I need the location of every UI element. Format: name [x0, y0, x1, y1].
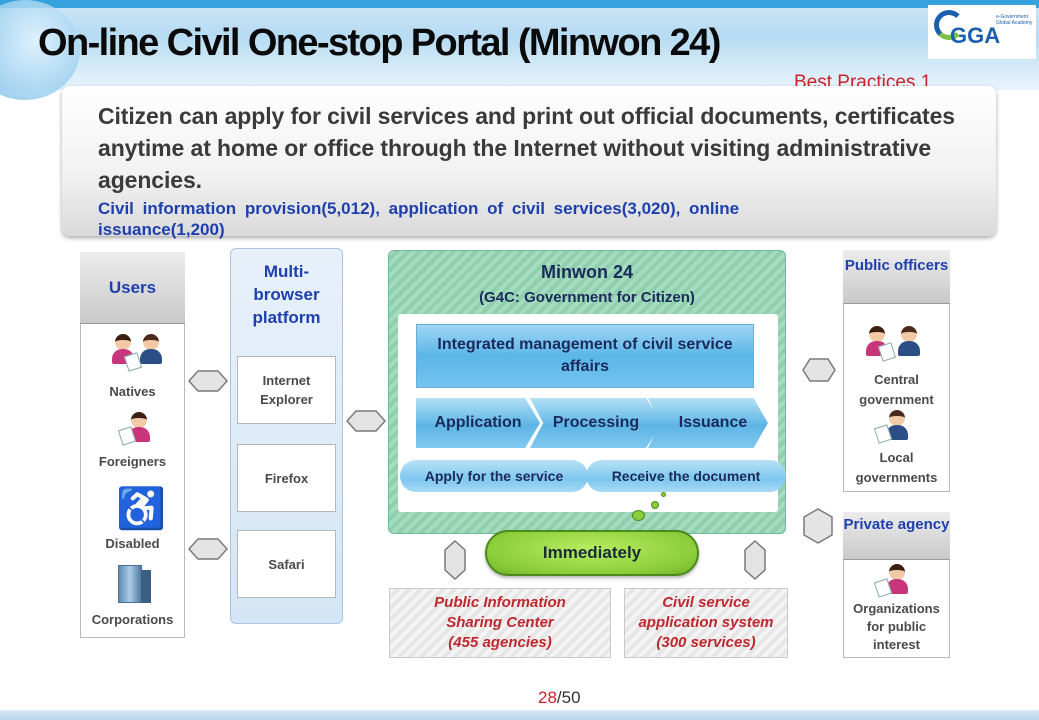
header-background — [0, 0, 1039, 90]
integrated-management-box: Integrated management of civil service a… — [416, 324, 754, 388]
bubble-dot — [651, 501, 659, 509]
apply-service-pill: Apply for the service — [400, 460, 588, 492]
central-government-label: Central government — [859, 372, 934, 407]
bubble-dot — [632, 510, 645, 521]
minwon24-title: Minwon 24 — [540, 262, 633, 282]
current-page: 28 — [538, 688, 557, 707]
vertical-double-arrow-icon — [444, 539, 466, 581]
step-processing: Processing — [530, 398, 662, 448]
box-line: (455 agencies) — [448, 634, 552, 651]
vertical-double-arrow-icon — [744, 539, 766, 581]
private-agency-header: Private agency — [843, 512, 950, 560]
minwon24-subtitle: (G4C: Government for Citizen) — [479, 289, 695, 306]
person-male-icon — [140, 334, 162, 364]
person-male-icon — [886, 410, 908, 440]
gga-logo-text: GGA — [950, 23, 1001, 48]
user-foreigners-label: Foreigners — [98, 454, 167, 469]
stats-text: Civil information provision(5,012), appl… — [98, 199, 740, 239]
box-line: Sharing Center — [446, 614, 554, 631]
intro-panel — [62, 86, 996, 236]
total-pages: /50 — [556, 688, 581, 707]
immediately-bubble: Immediately — [485, 530, 699, 576]
person-female-icon — [886, 564, 908, 594]
box-line: application system — [638, 614, 774, 631]
wheelchair-icon: ♿ — [116, 487, 166, 531]
double-arrow-icon — [346, 410, 386, 432]
organizations-public-interest-label: Organizations for public interest — [853, 601, 940, 652]
user-corporations-label: Corporations — [91, 612, 174, 627]
person-male-icon — [898, 326, 920, 356]
user-natives-label: Natives — [109, 384, 156, 399]
intro-text: Citizen can apply for civil services and… — [98, 103, 955, 193]
box-line: Civil service — [662, 594, 750, 611]
footer-bar — [0, 710, 1039, 720]
step-issuance: Issuance — [648, 398, 768, 448]
browser-internet-explorer: Internet Explorer — [237, 356, 336, 424]
local-governments-label: Local governments — [855, 450, 938, 485]
users-header: Users — [80, 252, 185, 324]
person-female-icon — [128, 412, 150, 442]
civil-service-application-system-box: Civil service application system (300 se… — [624, 588, 788, 658]
bubble-dot — [661, 492, 666, 497]
browser-platform-title: Multi-browser platform — [252, 262, 321, 327]
public-officers-header: Public officers — [843, 250, 950, 304]
double-arrow-icon — [802, 356, 836, 384]
box-line: Public Information — [434, 594, 566, 611]
double-arrow-icon — [802, 508, 834, 544]
browser-firefox: Firefox — [237, 444, 336, 512]
public-information-sharing-center-box: Public Information Sharing Center (455 a… — [389, 588, 611, 658]
step-application: Application — [416, 398, 540, 448]
double-arrow-icon — [188, 370, 228, 392]
building-icon — [118, 565, 142, 603]
page-number: 28/50 — [538, 688, 581, 708]
building-side-icon — [141, 570, 151, 603]
header-stripe — [0, 0, 1039, 8]
page-title: On-line Civil One-stop Portal (Minwon 24… — [38, 22, 721, 64]
user-disabled-label: Disabled — [105, 536, 160, 551]
gga-logo-subtext: e-Government Global Academy — [996, 14, 1033, 26]
box-line: (300 services) — [656, 634, 756, 651]
receive-document-pill: Receive the document — [586, 460, 786, 492]
browser-safari: Safari — [237, 530, 336, 598]
gga-logo-swoosh-icon — [934, 10, 964, 40]
double-arrow-icon — [188, 538, 228, 560]
